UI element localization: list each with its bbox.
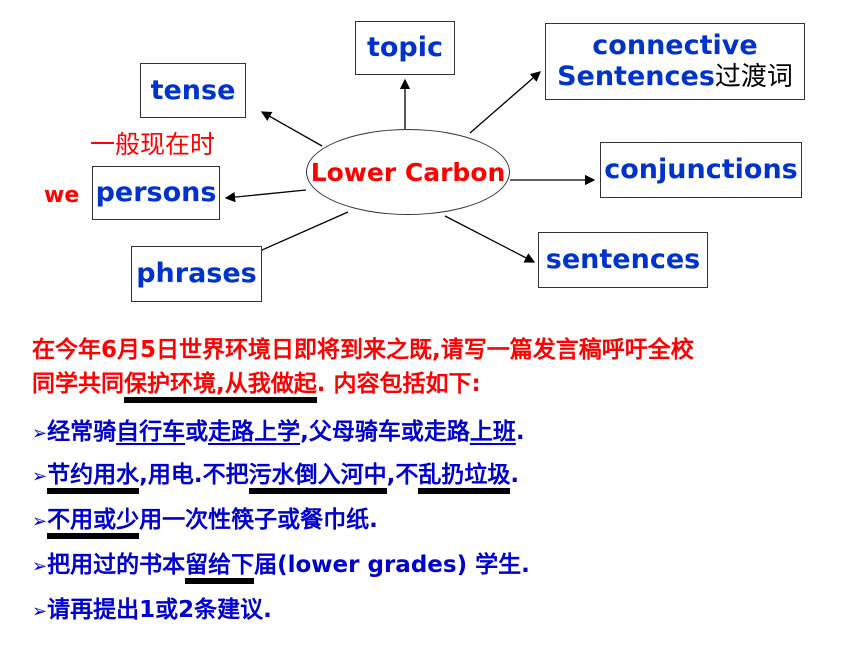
node-topic-label: topic [366, 32, 444, 64]
bullet-marker-icon: ➢ [32, 601, 48, 622]
node-phrases-label: phrases [136, 258, 257, 290]
tense-note: 一般现在时 [90, 130, 216, 159]
node-sentences: sentences [538, 232, 708, 288]
node-connective-label-line2: Sentences [557, 61, 715, 93]
node-tense: tense [140, 63, 246, 118]
bullet-1: ➢经常骑自行车或走路上学,父母骑车或走路上班. [32, 419, 525, 445]
node-connective: connective Sentences过渡词 [545, 23, 805, 100]
arrow-to-connective [469, 71, 541, 134]
arrow-to-tense [260, 111, 323, 147]
bullet-2: ➢节约用水,用电.不把污水倒入河中,不乱扔垃圾. [32, 455, 519, 494]
bullet-5: ➢请再提出1或2条建议. [32, 597, 272, 623]
bullet-4: ➢把用过的书本留给下届(lower grades) 学生. [32, 545, 530, 584]
bullet-marker-icon: ➢ [32, 511, 48, 532]
center-label: Lower Carbon [310, 157, 506, 187]
node-topic: topic [355, 21, 455, 75]
bullet-marker-icon: ➢ [32, 423, 48, 444]
node-phrases: phrases [131, 246, 262, 302]
node-persons-label: persons [95, 177, 217, 209]
bullet-3: ➢不用或少用一次性筷子或餐巾纸. [32, 500, 378, 539]
node-sentences-label: sentences [545, 244, 701, 276]
node-conjunctions: conjunctions [600, 142, 802, 198]
persons-note: we [44, 183, 80, 208]
node-persons: persons [92, 166, 220, 220]
bullet-marker-icon: ➢ [32, 466, 48, 487]
task-line-2: 同学共同保护环境,从我做起. 内容包括如下: [32, 367, 852, 403]
node-tense-label: tense [150, 74, 236, 106]
arrow-to-sentences [444, 215, 536, 263]
arrow-to-persons [224, 189, 307, 203]
task-line-1: 在今年6月5日世界环境日即将到来之既,请写一篇发言稿呼吁全校 [32, 337, 694, 363]
task-description: 在今年6月5日世界环境日即将到来之既,请写一篇发言稿呼吁全校 同学共同保护环境,… [32, 333, 852, 403]
node-conjunctions-label: conjunctions [604, 154, 798, 186]
bullet-marker-icon: ➢ [32, 556, 48, 577]
node-connective-suffix: 过渡词 [714, 62, 793, 93]
center-node: Lower Carbon [306, 129, 510, 215]
task-highlight: 保护环境,从我做起 [124, 371, 317, 403]
node-connective-label: connective [592, 30, 758, 62]
